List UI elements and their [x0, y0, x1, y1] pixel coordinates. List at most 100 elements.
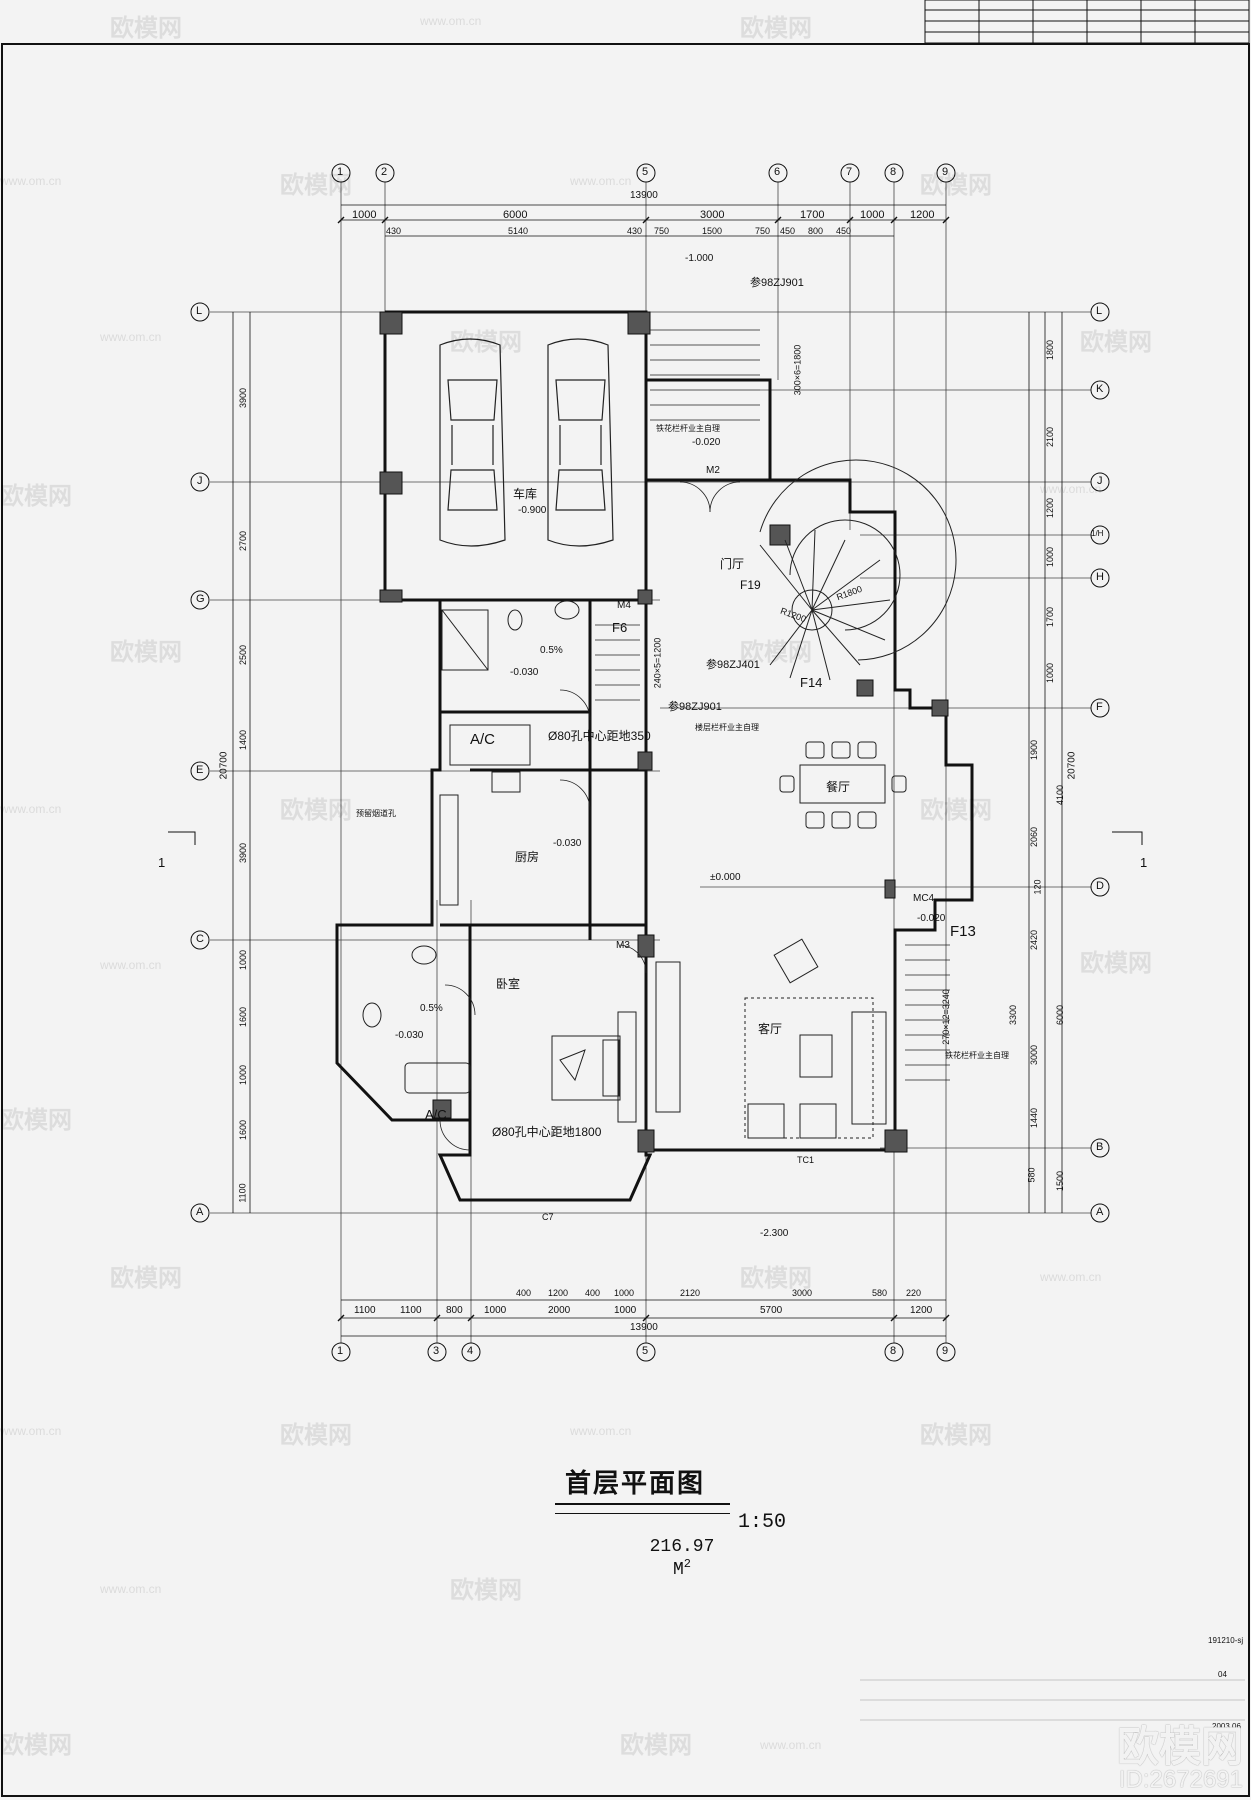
- pipe-hole-note: Ø80孔中心距地350: [548, 729, 651, 743]
- dim-right: 1800: [1045, 339, 1056, 361]
- dim-top: 430: [627, 226, 643, 236]
- section-mark: 1: [1140, 855, 1148, 870]
- section-cut-marks: [168, 831, 1143, 845]
- window-tag: C7: [542, 1212, 554, 1222]
- walls: [335, 310, 974, 1202]
- axis-top: 9: [942, 166, 949, 178]
- watermark-text: 欧模网: [920, 172, 992, 199]
- watermark-url: www.om.cn: [1040, 482, 1102, 496]
- watermark-url: www.om.cn: [1040, 1270, 1102, 1284]
- wall-columns: [379, 311, 949, 1153]
- axis-top: 1: [337, 166, 344, 178]
- elevation-mark: -2.300: [760, 1228, 789, 1239]
- dim-bottom: 5700: [760, 1305, 783, 1316]
- watermark-url: www.om.cn: [760, 1738, 822, 1752]
- section-mark: 1: [158, 855, 166, 870]
- dining-table-icon: [779, 741, 907, 829]
- axis-right: L: [1096, 305, 1103, 317]
- dim-left: 1100: [237, 1183, 248, 1203]
- watermark-text: 欧模网: [280, 797, 352, 824]
- dim-left: 1600: [238, 1119, 249, 1141]
- axis-bottom: 5: [642, 1345, 649, 1357]
- grid-lines: [210, 180, 1100, 1345]
- dim-right: 2060: [1029, 826, 1040, 848]
- axis-right: K: [1096, 383, 1104, 395]
- dim-top: 1500: [702, 226, 723, 236]
- elevation-mark: -0.030: [395, 1030, 424, 1041]
- pipe-hole-note: Ø80孔中心距地1800: [492, 1125, 602, 1139]
- title-underline: [555, 1503, 730, 1514]
- watermark-text: 欧模网: [0, 483, 72, 510]
- stair-note: 270×12=3240: [940, 989, 951, 1045]
- room-label-kitchen: 厨房: [515, 850, 540, 864]
- axis-right: F: [1096, 701, 1103, 713]
- watermark-url: www.om.cn: [0, 802, 62, 816]
- elevation-mark: -0.030: [553, 838, 582, 849]
- dim-top: 3000: [700, 209, 725, 221]
- watermark-text: 欧模网: [740, 1265, 812, 1292]
- slope-note: 0.5%: [420, 1003, 443, 1014]
- room-label-bedroom: 卧室: [496, 977, 521, 991]
- dim-top: 450: [780, 226, 796, 236]
- railing-note: 铁花栏杆业主自理: [945, 1051, 1009, 1060]
- floor-area-unit-sup: 2: [683, 1557, 691, 1571]
- ac-unit-label: A/C: [425, 1107, 447, 1122]
- watermark-text: 欧模网: [920, 797, 992, 824]
- watermark-url: www.om.cn: [0, 1424, 62, 1438]
- dim-top: 800: [808, 226, 824, 236]
- marker-f19: F19: [740, 578, 761, 592]
- dim-top: 450: [836, 226, 852, 236]
- watermark-text: 欧模网: [450, 1577, 522, 1604]
- spiral-staircase: [759, 459, 957, 681]
- terrace-stairs: [905, 944, 950, 1081]
- watermark-text: 欧模网: [740, 15, 812, 42]
- watermark-text: 欧模网: [110, 639, 182, 666]
- dim-bottom: 1100: [354, 1305, 376, 1316]
- dim-top: 5140: [508, 226, 529, 236]
- dimension-ticks: [337, 216, 950, 1322]
- marker-f6: F6: [612, 620, 628, 635]
- floor-area: 216.97 M2: [649, 1537, 715, 1580]
- dim-top: 1000: [860, 209, 885, 221]
- door-tag: M4: [617, 600, 631, 611]
- watermark-text: 欧模网: [450, 329, 522, 356]
- reference-note: 参98ZJ401: [706, 659, 760, 671]
- dim-right: 580: [1026, 1167, 1037, 1183]
- grid-bubbles: [190, 163, 1110, 1362]
- axis-left: J: [197, 475, 203, 487]
- dim-bottom: 220: [906, 1288, 922, 1298]
- sheet-frame: [1, 43, 1250, 1797]
- dim-right: 1000: [1045, 662, 1056, 684]
- dim-bottom: 1000: [614, 1305, 637, 1316]
- elevation-mark: ±0.000: [710, 872, 741, 883]
- dim-right: 1900: [1029, 739, 1040, 761]
- watermark-url: www.om.cn: [570, 1424, 632, 1438]
- dim-right: 1500: [1055, 1170, 1066, 1192]
- dim-right: 2100: [1045, 426, 1056, 448]
- axis-left: L: [196, 305, 203, 317]
- axis-top: 7: [846, 166, 853, 178]
- watermark-text: 欧模网: [740, 639, 812, 666]
- dim-top: 430: [386, 226, 402, 236]
- watermark-text: 欧模网: [920, 1422, 992, 1449]
- ac-unit-label: A/C: [470, 731, 496, 748]
- axis-top: 8: [890, 166, 897, 178]
- dim-bottom: 1200: [548, 1288, 569, 1298]
- dim-left: 1000: [238, 949, 249, 971]
- drawing-title-block: 首层平面图 1:50 216.97 M2: [555, 1463, 786, 1580]
- axis-top: 6: [774, 166, 781, 178]
- axis-right: 1/H: [1091, 529, 1104, 538]
- dim-right: 4100: [1055, 784, 1066, 806]
- dim-bottom: 400: [516, 1288, 532, 1298]
- car-icon: [547, 338, 614, 547]
- title-strip: [924, 0, 1250, 44]
- watermark-url: www.om.cn: [100, 330, 162, 344]
- dim-right: 1700: [1045, 606, 1056, 628]
- watermark-url: www.om.cn: [420, 14, 482, 28]
- axis-bottom: 1: [337, 1345, 344, 1357]
- dim-bottom: 580: [872, 1288, 888, 1298]
- dimension-chains: [232, 204, 1063, 1337]
- dim-bottom: 2000: [548, 1305, 571, 1316]
- door-tag: M3: [616, 940, 630, 951]
